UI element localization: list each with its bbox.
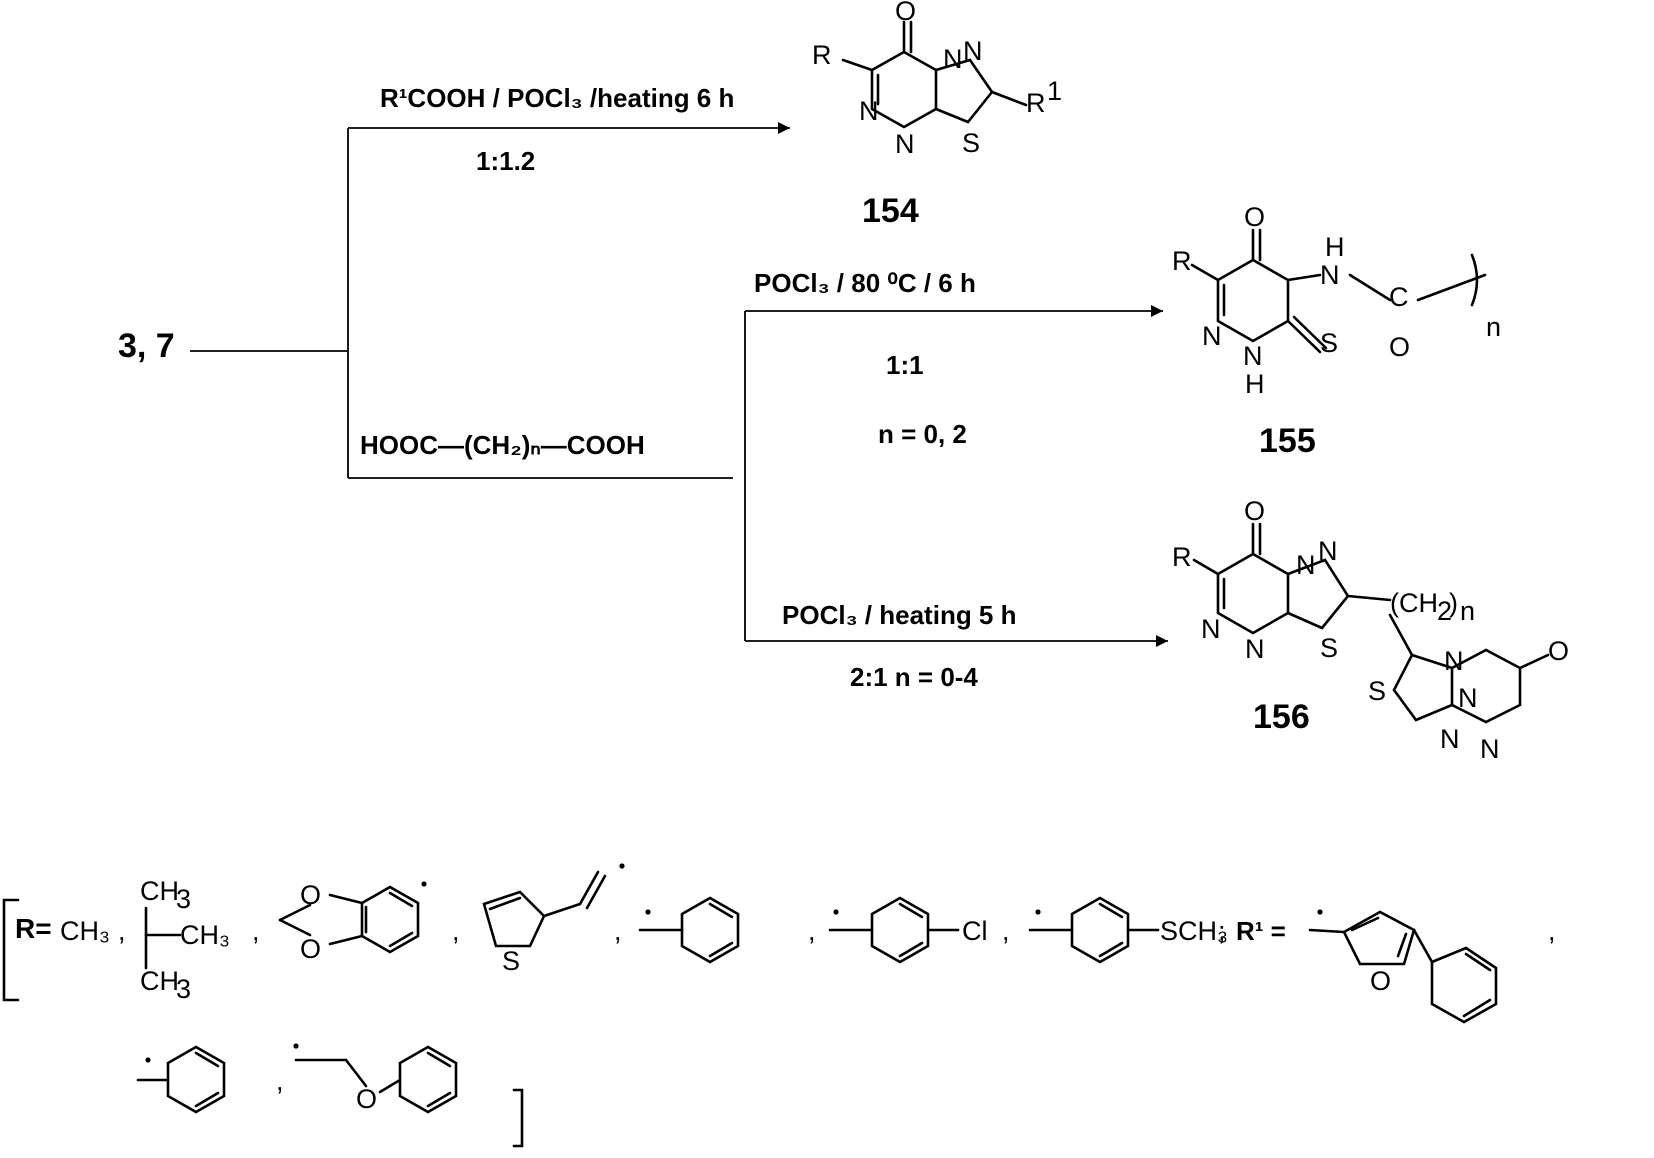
svg-text:N: N — [895, 129, 915, 159]
svg-text:H: H — [1245, 369, 1265, 399]
svg-text:,: , — [1548, 916, 1556, 946]
svg-text:O: O — [1244, 202, 1265, 232]
svg-text:O: O — [1548, 636, 1569, 666]
svg-text:2: 2 — [1437, 596, 1452, 626]
svg-text:N: N — [1243, 341, 1263, 371]
mid-n-label: n = 0, 2 — [878, 419, 967, 449]
svg-text:N: N — [1318, 536, 1338, 566]
svg-text:1: 1 — [1047, 76, 1062, 106]
mid-condition-label: POCl₃ / 80 ⁰C / 6 h — [754, 268, 976, 298]
bottom-ratio-label: 2:1 n = 0-4 — [850, 662, 978, 692]
svg-text:O: O — [356, 1084, 377, 1114]
diacid-label: HOOC—(CH₂)ₙ—COOH — [360, 430, 645, 460]
svg-text:N: N — [1480, 734, 1500, 764]
svg-text:,: , — [1002, 916, 1010, 946]
svg-text:N: N — [963, 36, 983, 66]
structure-155: O R N N H S N H C O n — [1172, 202, 1501, 399]
chloro-label: Cl — [962, 916, 988, 946]
svg-text:C: C — [1389, 282, 1409, 312]
svg-text:O: O — [895, 0, 916, 26]
svg-text:N: N — [1201, 614, 1221, 644]
reaction-arrows — [190, 122, 1168, 647]
svg-text:,: , — [276, 1066, 284, 1096]
structure-154: O R N N N N S R 1 — [812, 0, 1062, 159]
methyl-label: CH₃ — [60, 916, 110, 946]
svg-text:,: , — [808, 916, 816, 946]
svg-text:,: , — [614, 916, 622, 946]
svg-text:O: O — [1370, 966, 1391, 996]
svg-text:S: S — [962, 128, 980, 158]
svg-text:S: S — [502, 946, 520, 976]
svg-text:3: 3 — [176, 974, 191, 1004]
r-label: R= — [15, 913, 52, 944]
structure-156: O R N N S N N (CH 2 ) n N N S N N O — [1172, 496, 1569, 764]
svg-text:n: n — [1486, 312, 1501, 342]
svg-text:,: , — [118, 916, 126, 946]
svg-text:n: n — [1460, 596, 1475, 626]
svg-text:N: N — [1296, 550, 1316, 580]
svg-text:3: 3 — [176, 884, 191, 914]
svg-text:R: R — [1026, 88, 1046, 118]
svg-text:,: , — [452, 916, 460, 946]
svg-text:N: N — [943, 44, 963, 74]
svg-text:H: H — [1325, 232, 1345, 262]
svg-text:N: N — [1245, 634, 1265, 664]
svg-text:O: O — [1389, 332, 1410, 362]
svg-text:;: ; — [1218, 916, 1226, 946]
svg-text:S: S — [1320, 633, 1338, 663]
svg-text:S: S — [1320, 328, 1338, 358]
svg-text:R: R — [812, 40, 832, 70]
svg-text:N: N — [859, 96, 879, 126]
svg-text:,: , — [252, 916, 260, 946]
substituent-legend: R= CH₃ , CH 3 CH₃ CH 3 , O O , S , — [2, 863, 1556, 1148]
svg-text:): ) — [1449, 588, 1458, 618]
svg-text:N: N — [1458, 683, 1478, 713]
svg-text:S: S — [1368, 676, 1386, 706]
svg-text:R: R — [1172, 542, 1192, 572]
r1-label: R¹ = — [1236, 916, 1286, 946]
compound-155-label: 155 — [1259, 422, 1316, 460]
mid-ratio-label: 1:1 — [886, 350, 924, 380]
compound-156-label: 156 — [1253, 698, 1310, 736]
top-ratio-label: 1:1.2 — [476, 146, 535, 176]
svg-text:CH: CH — [140, 876, 179, 906]
svg-text:O: O — [300, 880, 321, 910]
svg-text:CH: CH — [140, 966, 179, 996]
compound-154-label: 154 — [862, 192, 919, 230]
starting-material-label: 3, 7 — [118, 327, 175, 365]
svg-text:N: N — [1444, 646, 1464, 676]
svg-text:N: N — [1440, 724, 1460, 754]
svg-text:R: R — [1172, 246, 1192, 276]
svg-text:(CH: (CH — [1390, 588, 1438, 618]
svg-text:O: O — [300, 934, 321, 964]
svg-text:N: N — [1320, 260, 1340, 290]
top-condition-label: R¹COOH / POCl₃ /heating 6 h — [380, 83, 734, 113]
tbu-ch3-label: CH₃ — [180, 920, 230, 950]
bottom-condition-label: POCl₃ / heating 5 h — [782, 600, 1017, 630]
thioether-label: SCH₃ — [1160, 916, 1228, 946]
svg-text:N: N — [1202, 321, 1222, 351]
svg-text:O: O — [1244, 496, 1265, 526]
